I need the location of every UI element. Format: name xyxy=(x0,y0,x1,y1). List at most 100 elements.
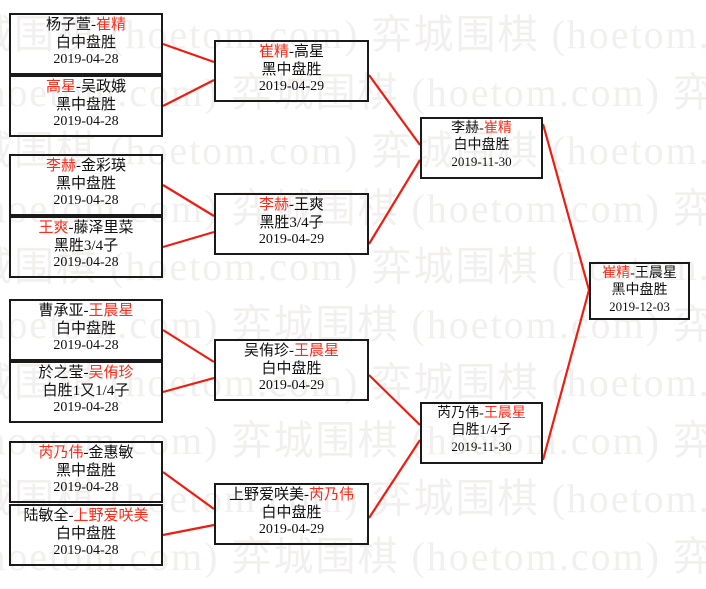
match-date: 2019-04-29 xyxy=(258,232,325,248)
match-players: 上野爱咲美-芮乃伟 xyxy=(216,487,367,505)
connector-r1-7 xyxy=(162,471,215,510)
match-players: 王爽-藤泽里菜 xyxy=(11,220,161,238)
match-box[interactable]: 芮乃伟-金惠敏 黑中盘胜 2019-04-28 xyxy=(9,441,163,503)
vs-dash: - xyxy=(630,266,635,281)
match-date: 2019-04-28 xyxy=(53,480,119,496)
match-date: 2019-04-28 xyxy=(53,255,119,271)
match-date: 2019-04-29 xyxy=(258,378,325,394)
match-result: 白中盘胜 xyxy=(261,504,322,521)
match-result: 白胜1/4子 xyxy=(451,422,512,438)
match-date: 2019-11-30 xyxy=(451,154,512,170)
player-name: 王爽 xyxy=(38,220,69,236)
connector-r3-2 xyxy=(541,289,591,461)
player-name: 芮乃伟 xyxy=(437,406,480,421)
player-name: 崔精 xyxy=(483,121,512,136)
match-date: 2019-04-29 xyxy=(258,79,325,95)
match-box[interactable]: 杨子萱-崔精 白中盘胜 2019-04-28 xyxy=(9,13,163,75)
player-name: 上野爱咲美 xyxy=(73,508,149,524)
player-name: 金彩瑛 xyxy=(81,158,127,174)
player-name: 李赫 xyxy=(45,158,76,174)
match-players: 芮乃伟-王晨星 xyxy=(422,406,541,423)
player-name: 李赫 xyxy=(258,197,289,213)
match-box-final[interactable]: 崔精-王晨星 黑中盘胜 2019-12-03 xyxy=(589,262,690,320)
match-result: 黑胜3/4子 xyxy=(53,237,119,254)
match-players: 於之莹-吴侑珍 xyxy=(11,365,161,383)
connector-r2-1 xyxy=(368,74,421,146)
match-box[interactable]: 於之莹-吴侑珍 白胜1又1/4子 2019-04-28 xyxy=(9,361,163,423)
match-box[interactable]: 高星-吴政娥 黑中盘胜 2019-04-28 xyxy=(9,75,163,137)
player-name: 杨子萱 xyxy=(45,17,91,33)
connector-r2-2 xyxy=(368,159,421,245)
match-result: 黑中盘胜 xyxy=(55,96,116,113)
player-name: 芮乃伟 xyxy=(38,445,84,461)
vs-dash: - xyxy=(91,17,96,33)
player-name: 王爽 xyxy=(294,197,325,213)
player-name: 曹承亚 xyxy=(38,303,84,319)
match-date: 2019-04-28 xyxy=(53,338,119,354)
match-box[interactable]: 王爽-藤泽里菜 黑胜3/4子 2019-04-28 xyxy=(9,216,163,278)
player-name: 王晨星 xyxy=(88,303,134,319)
player-name: 芮乃伟 xyxy=(309,487,355,503)
player-name: 於之莹 xyxy=(38,365,84,381)
vs-dash: - xyxy=(304,487,309,503)
match-result: 黑中盘胜 xyxy=(55,462,116,479)
player-name: 崔精 xyxy=(602,266,631,281)
vs-dash: - xyxy=(479,406,484,421)
match-players: 芮乃伟-金惠敏 xyxy=(11,445,161,463)
connector-r2-4 xyxy=(368,439,421,519)
player-name: 王晨星 xyxy=(634,266,677,281)
player-name: 高星 xyxy=(45,79,76,95)
match-box[interactable]: 芮乃伟-王晨星 白胜1/4子 2019-11-30 xyxy=(420,402,543,464)
match-players: 曹承亚-王晨星 xyxy=(11,303,161,321)
match-box[interactable]: 曹承亚-王晨星 白中盘胜 2019-04-28 xyxy=(9,299,163,361)
match-date: 2019-04-28 xyxy=(53,193,119,209)
connector-r1-1 xyxy=(162,42,215,64)
connector-r1-3 xyxy=(162,184,215,217)
player-name: 陆敏全 xyxy=(23,508,69,524)
match-players: 李赫-崔精 xyxy=(422,121,541,138)
player-name: 上野爱咲美 xyxy=(228,487,304,503)
match-result: 黑胜3/4子 xyxy=(259,214,324,231)
vs-dash: - xyxy=(76,158,81,174)
match-result: 白中盘胜 xyxy=(55,525,116,542)
player-name: 李赫 xyxy=(451,121,480,136)
vs-dash: - xyxy=(68,220,74,236)
vs-dash: - xyxy=(289,44,294,60)
match-date: 2019-12-03 xyxy=(609,299,670,315)
player-name: 吴政娥 xyxy=(81,79,127,95)
match-box[interactable]: 陆敏全-上野爱咲美 白中盘胜 2019-04-28 xyxy=(9,504,163,566)
match-box[interactable]: 李赫-王爽 黑胜3/4子 2019-04-29 xyxy=(214,193,369,255)
match-box[interactable]: 崔精-高星 黑中盘胜 2019-04-29 xyxy=(214,40,369,102)
vs-dash: - xyxy=(68,508,74,524)
connector-r1-4 xyxy=(162,230,215,249)
match-box[interactable]: 李赫-金彩瑛 黑中盘胜 2019-04-28 xyxy=(9,154,163,216)
match-result: 白胜1又1/4子 xyxy=(42,382,130,399)
player-name: 高星 xyxy=(294,44,325,60)
connector-r1-5 xyxy=(162,329,215,363)
match-date: 2019-04-29 xyxy=(258,522,325,538)
match-result: 黑中盘胜 xyxy=(611,282,668,298)
match-players: 吴侑珍-王晨星 xyxy=(216,343,367,361)
vs-dash: - xyxy=(479,121,484,136)
match-players: 崔精-高星 xyxy=(216,44,367,62)
vs-dash: - xyxy=(83,445,89,461)
player-name: 王晨星 xyxy=(483,406,526,421)
connector-r2-3 xyxy=(368,374,421,426)
vs-dash: - xyxy=(289,197,294,213)
connector-r1-6 xyxy=(162,376,215,394)
match-result: 黑中盘胜 xyxy=(261,61,322,78)
match-result: 白中盘胜 xyxy=(453,137,510,153)
match-box[interactable]: 上野爱咲美-芮乃伟 白中盘胜 2019-04-29 xyxy=(214,483,369,545)
player-name: 崔精 xyxy=(96,17,127,33)
player-name: 藤泽里菜 xyxy=(73,220,134,236)
match-result: 白中盘胜 xyxy=(55,34,116,51)
match-box[interactable]: 吴侑珍-王晨星 白中盘胜 2019-04-29 xyxy=(214,339,369,401)
vs-dash: - xyxy=(76,79,81,95)
match-box[interactable]: 李赫-崔精 白中盘胜 2019-11-30 xyxy=(420,117,543,179)
match-date: 2019-04-28 xyxy=(53,400,119,416)
match-date: 2019-04-28 xyxy=(53,52,119,68)
player-name: 吴侑珍 xyxy=(243,343,289,359)
player-name: 王晨星 xyxy=(294,343,340,359)
player-name: 崔精 xyxy=(258,44,289,60)
